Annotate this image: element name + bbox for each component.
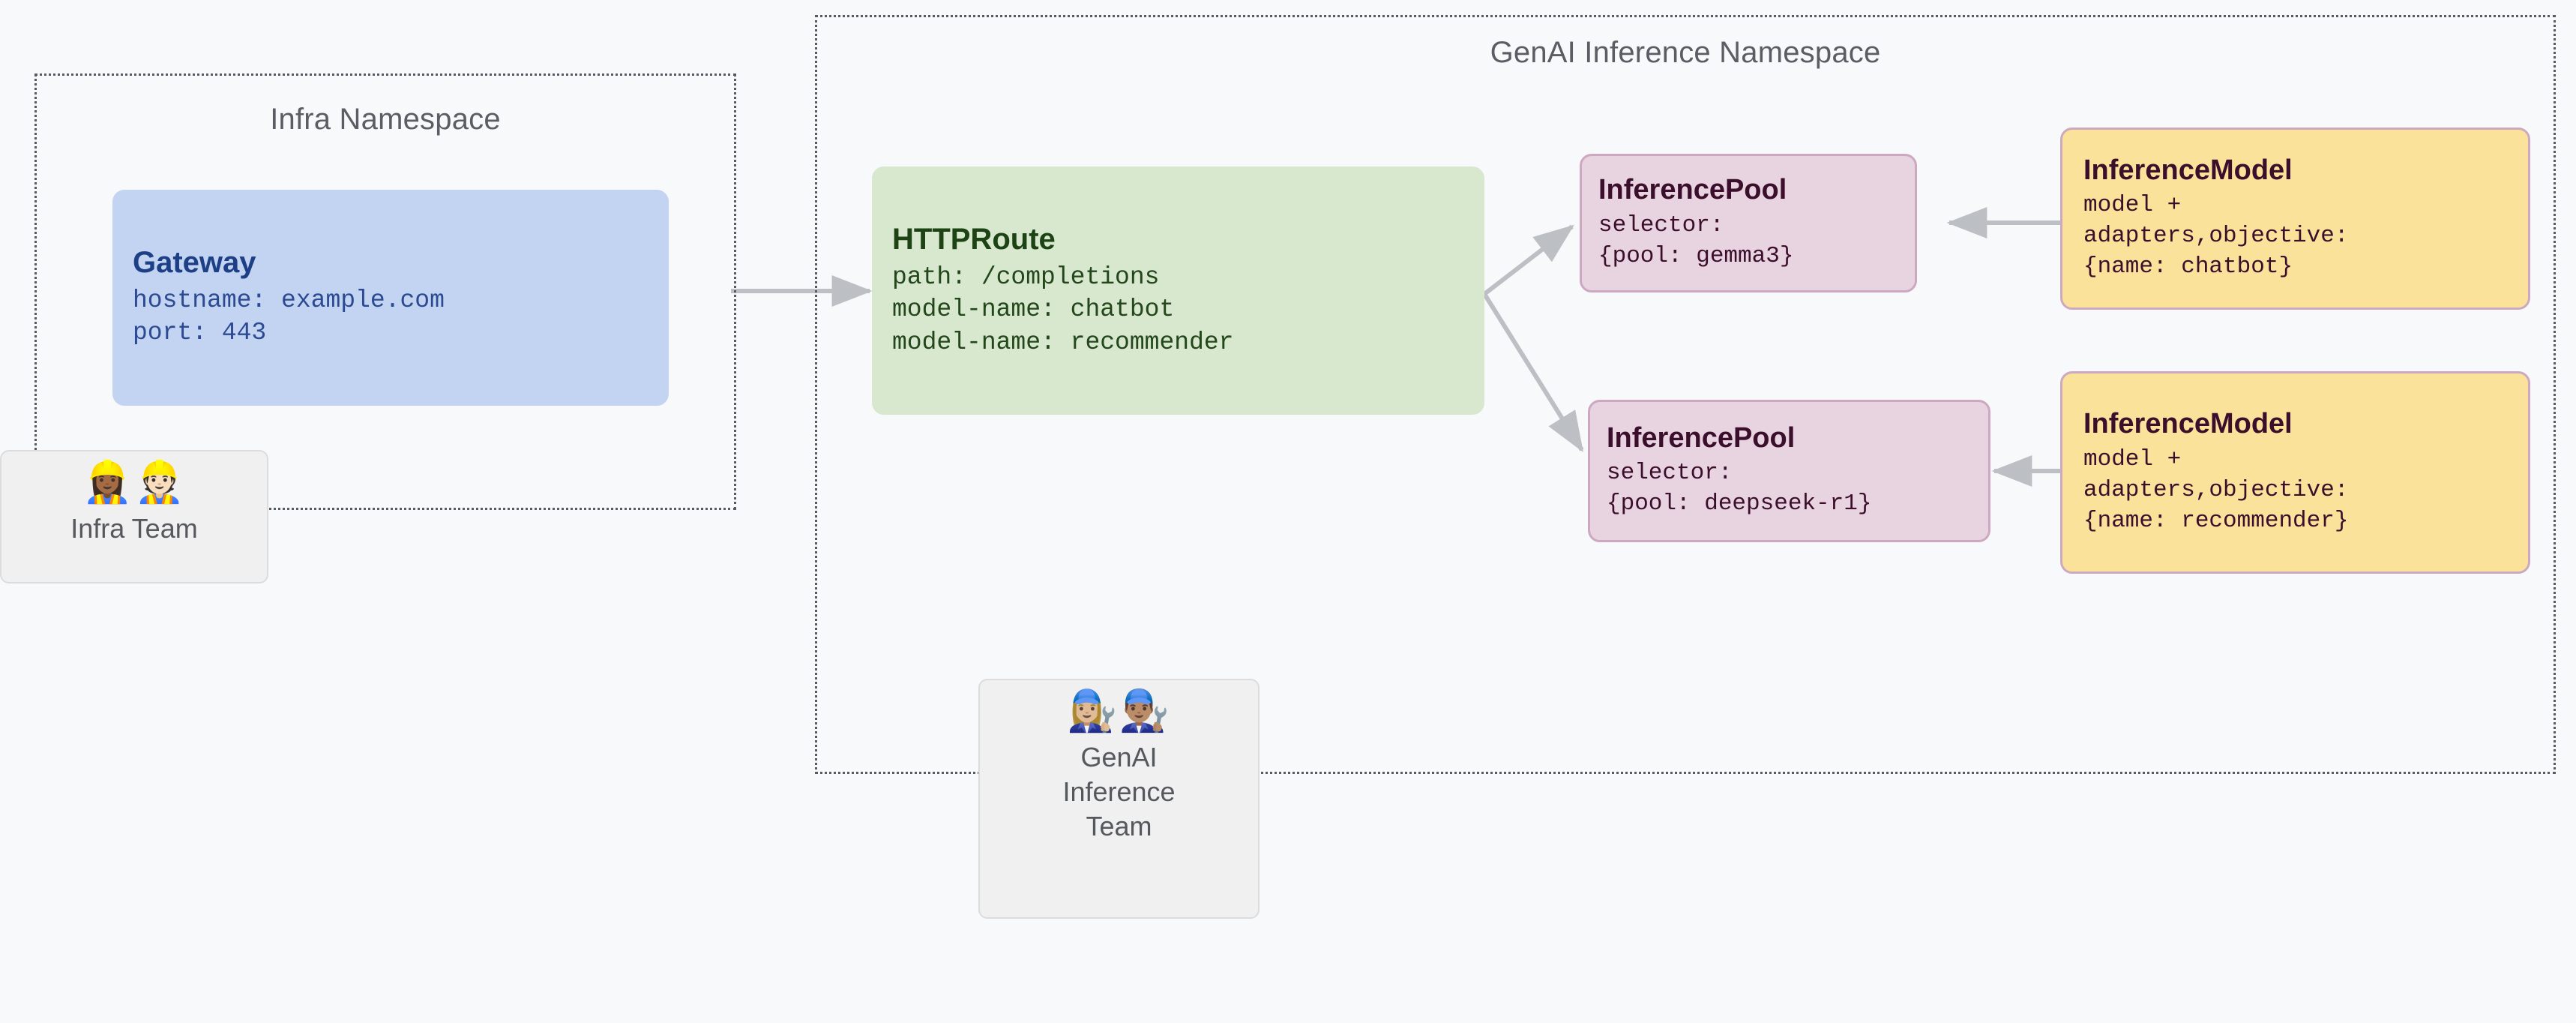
gateway-node[interactable]: Gateway hostname: example.com port: 443 (112, 190, 669, 406)
inferencepool-deepseek-line-pool: {pool: deepseek-r1} (1607, 490, 1872, 518)
genai-team-label-line-3: Team (1086, 811, 1152, 842)
gateway-title: Gateway (133, 246, 256, 280)
httproute-line-path: path: /completions (892, 262, 1160, 291)
inferencemodel-chatbot-line-name: {name: chatbot} (2083, 254, 2293, 280)
inferencemodel-recommender-line-name: {name: recommender} (2083, 507, 2349, 534)
inferencemodel-chatbot-node[interactable]: InferenceModel model + adapters,objectiv… (2060, 128, 2530, 310)
infra-namespace: Infra Namespace (34, 74, 736, 510)
inferencemodel-recommender-line-model: model + (2083, 446, 2182, 472)
genai-team-label-line-1: GenAI (1080, 742, 1158, 772)
inferencepool-gemma3-line-pool: {pool: gemma3} (1598, 242, 1794, 269)
inferencemodel-chatbot-line-adapters: adapters,objective: (2083, 223, 2349, 250)
genai-namespace: GenAI Inference Namespace (815, 15, 2556, 774)
infra-team-label: Infra Team (70, 513, 198, 544)
httproute-line-model-name-recommender: model-name: recommender (892, 328, 1234, 356)
inferencepool-gemma3-title: InferencePool (1598, 174, 1787, 206)
genai-team-label: GenAI Inference Team (1062, 740, 1175, 844)
genai-team-avatars: 👩🏼‍🔧👨🏽‍🔧 (1067, 687, 1171, 734)
infra-team-card[interactable]: 👷🏾‍♀️👷🏻 Infra Team (0, 450, 268, 584)
httproute-line-model-name-chatbot: model-name: chatbot (892, 296, 1175, 324)
inferencemodel-chatbot-title: InferenceModel (2083, 154, 2293, 186)
genai-team-card[interactable]: 👩🏼‍🔧👨🏽‍🔧 GenAI Inference Team (978, 679, 1260, 919)
inferencepool-deepseek-node[interactable]: InferencePool selector: {pool: deepseek-… (1588, 400, 1990, 542)
infra-namespace-title: Infra Namespace (270, 103, 501, 136)
genai-team-label-line-2: Inference (1062, 776, 1176, 808)
inferencepool-deepseek-title: InferencePool (1607, 422, 1796, 454)
inferencemodel-recommender-title: InferenceModel (2083, 408, 2293, 440)
inferencepool-deepseek-line-selector: selector: (1607, 460, 1733, 487)
inferencepool-gemma3-node[interactable]: InferencePool selector: {pool: gemma3} (1580, 154, 1917, 292)
inferencemodel-recommender-node[interactable]: InferenceModel model + adapters,objectiv… (2060, 371, 2530, 574)
httproute-title: HTTPRoute (892, 222, 1056, 256)
infra-team-avatars: 👷🏾‍♀️👷🏻 (82, 458, 187, 506)
genai-namespace-title: GenAI Inference Namespace (1490, 36, 1881, 69)
inferencemodel-chatbot-line-model: model + (2083, 192, 2182, 219)
inferencepool-gemma3-line-selector: selector: (1598, 212, 1724, 238)
gateway-line-port: port: 443 (133, 319, 267, 347)
httproute-node[interactable]: HTTPRoute path: /completions model-name:… (872, 166, 1484, 415)
inferencemodel-recommender-line-adapters: adapters,objective: (2083, 476, 2349, 503)
gateway-line-hostname: hostname: example.com (133, 286, 445, 314)
